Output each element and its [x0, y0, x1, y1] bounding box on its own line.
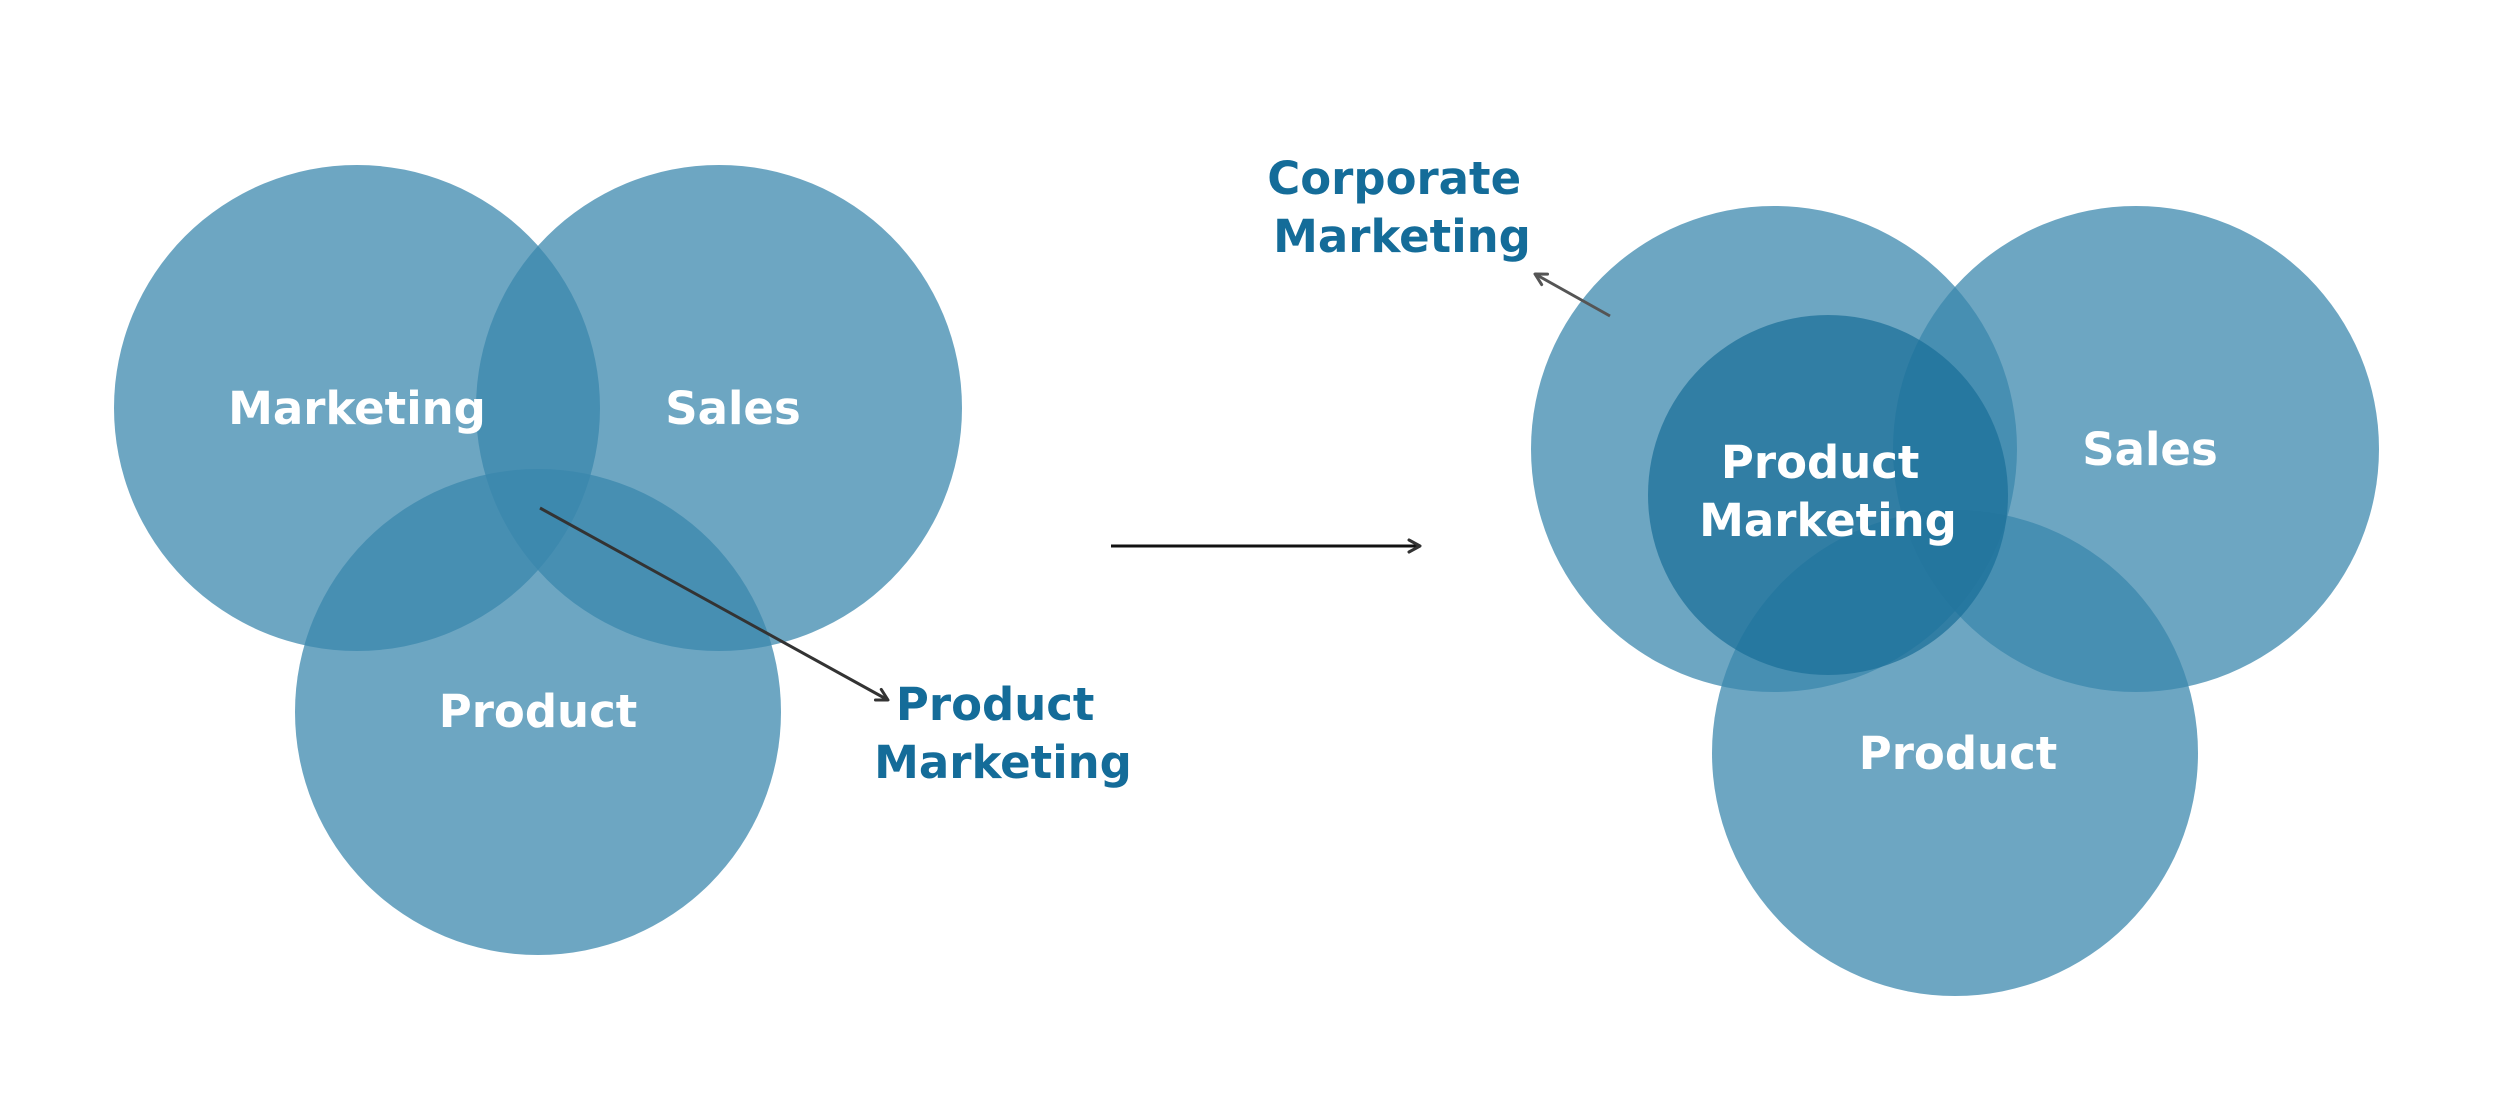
left-venn: Marketing Sales Product Product Marketin… — [114, 165, 1132, 955]
product-marketing-callout-line2: Marketing — [874, 736, 1132, 789]
sales-label: Sales — [665, 382, 801, 435]
product-marketing-callout: Product Marketing — [874, 678, 1132, 789]
product-marketing-label-line2: Marketing — [1699, 494, 1957, 547]
corporate-marketing-callout: Corporate Marketing — [1267, 152, 1537, 263]
right-venn: Product Marketing Sales Product Corporat… — [1267, 152, 2379, 996]
sales-label-right: Sales — [2082, 423, 2218, 476]
product-marketing-pointer-arrow — [539, 506, 890, 702]
product-marketing-circle — [1648, 315, 2008, 675]
product-marketing-label: Product Marketing — [1699, 436, 1957, 547]
corporate-marketing-callout-line1: Corporate — [1267, 152, 1521, 205]
corporate-marketing-pointer-arrow — [1533, 272, 1611, 318]
corporate-marketing-callout-line2: Marketing — [1273, 210, 1531, 263]
product-circle — [295, 469, 781, 955]
product-marketing-callout-line1: Product — [896, 678, 1095, 731]
product-label-right: Product — [1859, 727, 2058, 780]
marketing-label: Marketing — [228, 382, 486, 435]
product-label: Product — [439, 685, 638, 738]
product-marketing-label-line1: Product — [1721, 436, 1920, 489]
